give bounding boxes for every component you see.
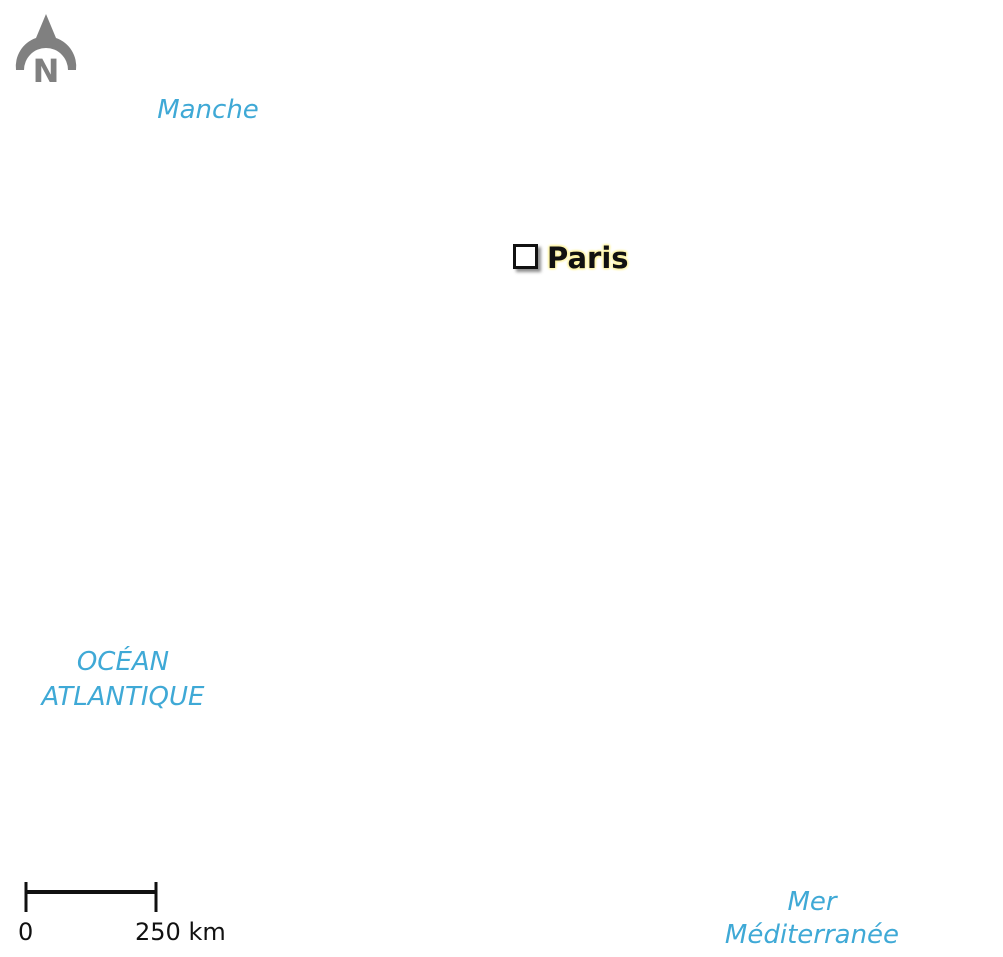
square-marker-icon[interactable]: [513, 244, 538, 269]
scale-end-label: 250 km: [135, 918, 226, 946]
north-arrow-letter: N: [33, 52, 60, 88]
water-label-ocean-line2: ATLANTIQUE: [41, 682, 205, 712]
water-label-mer-line2: Méditerranée: [724, 920, 900, 950]
water-label-manche: Manche: [157, 95, 259, 125]
scale-start-label: 0: [18, 918, 34, 946]
north-arrow-icon: N: [15, 14, 77, 88]
city-label-paris[interactable]: Paris: [547, 241, 629, 275]
scale-bar: [24, 882, 158, 912]
water-label-mer-line1: Mer: [787, 887, 837, 917]
water-label-ocean-line1: OCÉAN: [76, 647, 170, 677]
